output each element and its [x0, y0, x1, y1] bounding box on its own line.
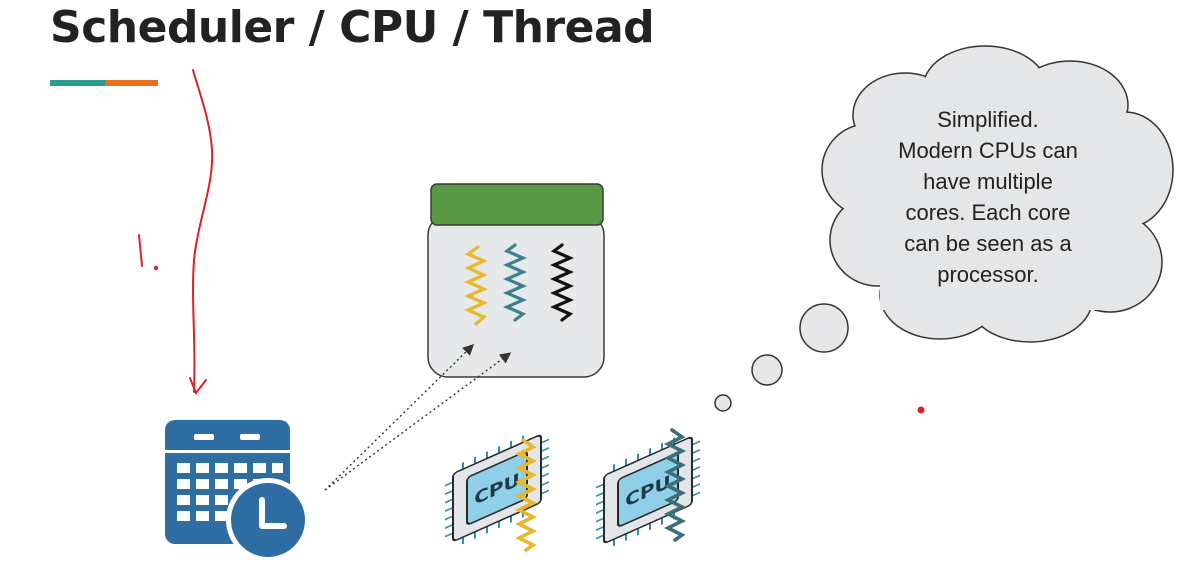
- page-title: Scheduler / CPU / Thread: [50, 2, 655, 53]
- calendar-clock-icon: [165, 420, 310, 562]
- jar-thread-yellow: [464, 245, 488, 326]
- title-underline: [50, 80, 158, 86]
- cloud-line: Modern CPUs can: [898, 138, 1078, 163]
- underline-right: [105, 80, 158, 86]
- thought-bubble-medium: [751, 354, 783, 386]
- dotted-arrow-teal: [324, 352, 512, 491]
- handwritten-number-one: [138, 234, 159, 271]
- cpu-thread-yellow: [514, 438, 538, 552]
- dotted-arrow-yellow: [324, 344, 475, 491]
- red-dot: [917, 406, 925, 414]
- jar-thread-black: [550, 243, 574, 322]
- cloud-line: processor.: [937, 262, 1039, 287]
- jar-thread-teal: [503, 243, 527, 322]
- cpu-thread-teal: [663, 428, 687, 542]
- thought-bubble-small: [714, 394, 732, 412]
- cloud-line: Simplified.: [937, 107, 1039, 132]
- cloud-line: cores. Each core: [905, 200, 1071, 225]
- cloud-line: can be seen as a: [904, 231, 1072, 256]
- handwritten-arrow: [189, 69, 214, 396]
- thought-cloud: [821, 45, 1174, 343]
- cpu-chip-1: CPU: [445, 434, 549, 545]
- cloud-text: Simplified. Modern CPUs can have multipl…: [868, 104, 1108, 290]
- cloud-line: have multiple: [923, 169, 1053, 194]
- cpu-chip-2: CPU: [596, 436, 700, 547]
- process-jar: [427, 183, 605, 378]
- dotted-arrows: [324, 344, 512, 491]
- thought-bubble-large: [799, 303, 849, 353]
- jar-lid: [430, 183, 604, 226]
- underline-left: [50, 80, 105, 86]
